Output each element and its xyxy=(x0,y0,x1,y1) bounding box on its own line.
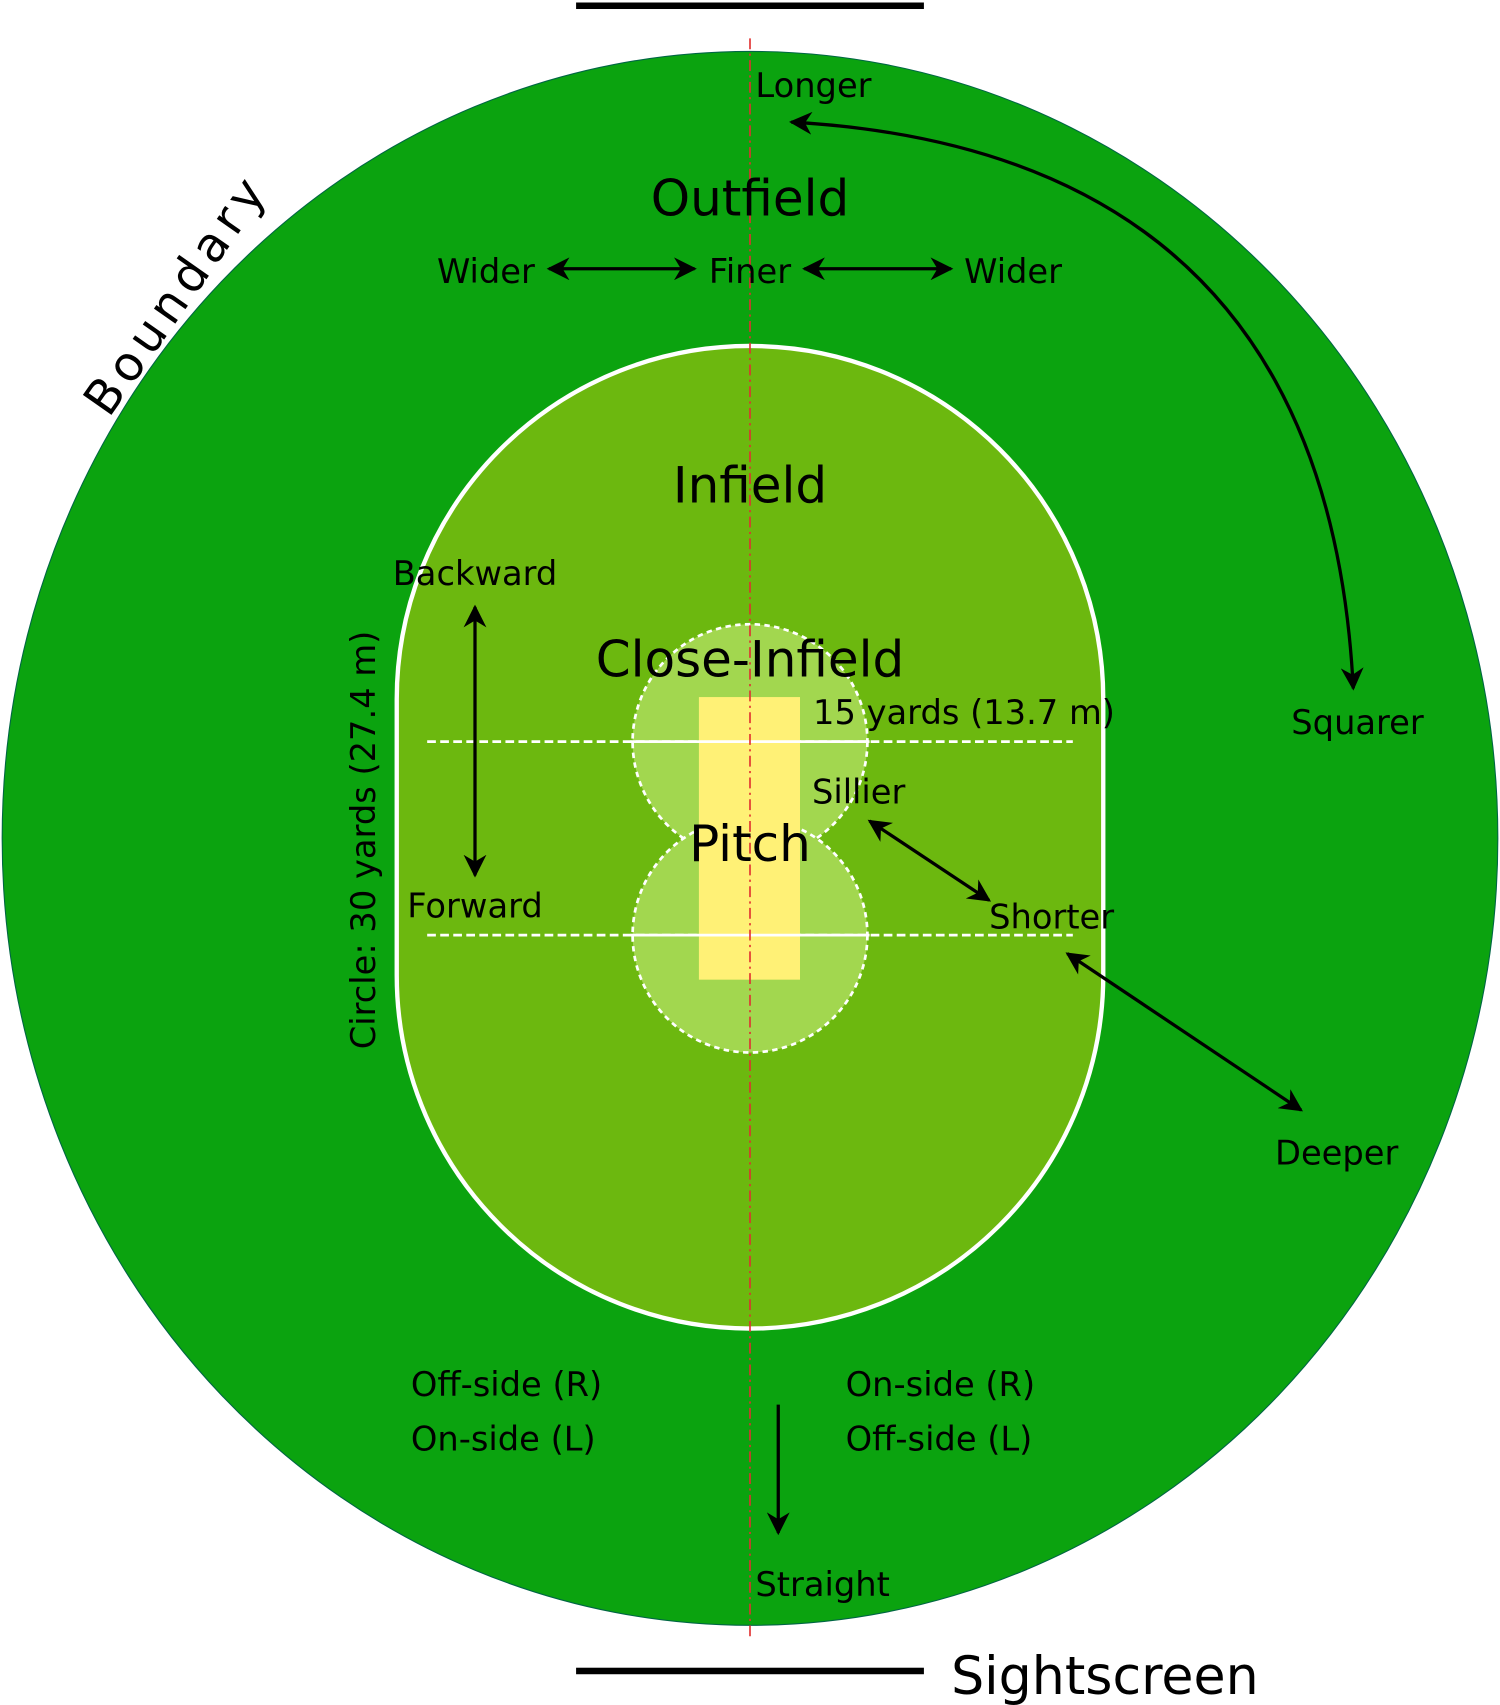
sillier-shorter-arrow xyxy=(867,819,992,902)
sightscreen-top xyxy=(576,2,924,10)
right-side-label-2: Off-side (L) xyxy=(846,1419,1033,1458)
sillier-label: Sillier xyxy=(812,773,906,812)
wider-left-label: Wider xyxy=(437,252,535,291)
infield-label: Infield xyxy=(673,457,827,515)
squarer-label: Squarer xyxy=(1291,703,1424,742)
sightscreen-label: Sightscreen xyxy=(951,1647,1259,1705)
sightscreen-bottom xyxy=(576,1667,924,1675)
outfield-label: Outfield xyxy=(651,170,850,228)
straight-label: Straight xyxy=(755,1565,889,1604)
pitch-label: Pitch xyxy=(689,815,811,873)
circle-radius-label: Circle: 30 yards (27.4 m) xyxy=(344,631,383,1050)
deeper-label: Deeper xyxy=(1275,1133,1399,1172)
longer-squarer-arrow xyxy=(789,111,1364,691)
close-radius-label: 15 yards (13.7 m) xyxy=(813,693,1115,732)
forward-label: Forward xyxy=(407,887,542,926)
backward-label: Backward xyxy=(393,554,558,593)
close-infield-label: Close-Infield xyxy=(596,630,905,688)
wider-right-label: Wider xyxy=(964,252,1062,291)
left-side-label-1: Off-side (R) xyxy=(411,1365,602,1404)
right-side-label-1: On-side (R) xyxy=(846,1365,1035,1404)
shorter-label: Shorter xyxy=(989,898,1114,937)
longer-label: Longer xyxy=(755,66,871,105)
shorter-deeper-arrow xyxy=(1065,952,1303,1112)
left-side-label-2: On-side (L) xyxy=(411,1419,596,1458)
finer-label: Finer xyxy=(709,252,791,291)
